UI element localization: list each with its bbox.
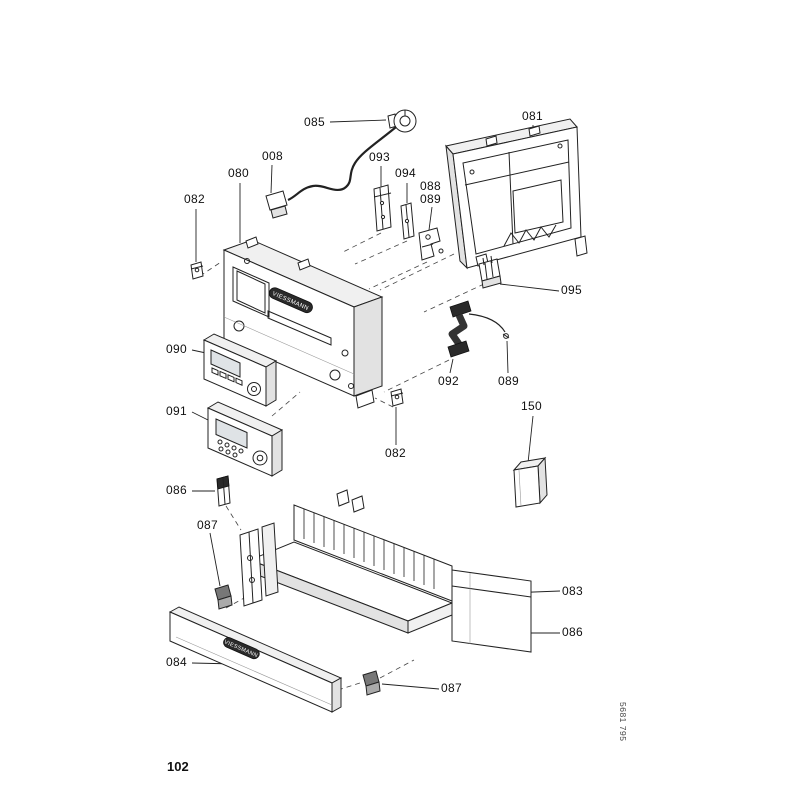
part-drawing-084-front-panel: VIESSMANN <box>168 606 343 713</box>
part-drawing-094-bracket <box>400 202 415 240</box>
part-drawing-008-cable <box>265 126 397 219</box>
part-label-092: 092 <box>438 374 459 388</box>
part-drawing-150-component-box <box>512 456 548 508</box>
part-drawing-080-casing: VIESSMANN <box>222 236 384 409</box>
part-drawing-085-knob <box>387 109 417 133</box>
part-drawing-083-base-tray <box>239 489 532 653</box>
part-label-087: 087 <box>197 518 218 532</box>
part-label-150: 150 <box>521 399 542 413</box>
part-drawing-088-089-bracket <box>418 227 444 261</box>
part-label-095: 095 <box>561 283 582 297</box>
part-label-087-2: 087 <box>441 681 462 695</box>
part-label-089-2: 089 <box>498 374 519 388</box>
part-label-094: 094 <box>395 166 416 180</box>
part-drawing-082-clip-mid <box>390 388 404 407</box>
part-drawing-081-rear-panel <box>445 118 588 270</box>
part-label-084: 084 <box>166 655 187 669</box>
part-label-091: 091 <box>166 404 187 418</box>
part-label-080: 080 <box>228 166 249 180</box>
part-drawing-087-clip-right <box>362 670 381 696</box>
doc-code-vertical: 5681 795 <box>618 702 628 742</box>
part-drawing-087-clip-left <box>214 584 233 610</box>
part-label-083: 083 <box>562 584 583 598</box>
part-label-008: 008 <box>262 149 283 163</box>
part-label-086-2: 086 <box>562 625 583 639</box>
part-drawing-086-clip-top <box>216 475 231 507</box>
part-drawing-093-bracket <box>373 184 392 232</box>
part-drawing-095-connector <box>478 255 502 289</box>
part-label-085: 085 <box>304 115 325 129</box>
part-drawing-082-clip-top <box>190 261 204 280</box>
part-label-089: 089 <box>420 192 441 206</box>
part-drawing-092-harness <box>447 300 510 358</box>
tray-ribs <box>303 509 435 589</box>
part-drawing-090-control-module <box>202 333 278 407</box>
page-number: 102 <box>167 759 189 774</box>
part-label-088: 088 <box>420 179 441 193</box>
part-label-090: 090 <box>166 342 187 356</box>
part-label-082: 082 <box>184 192 205 206</box>
part-label-093: 093 <box>369 150 390 164</box>
part-drawing-091-control-module <box>206 401 284 477</box>
part-label-082-2: 082 <box>385 446 406 460</box>
part-label-086: 086 <box>166 483 187 497</box>
part-label-081: 081 <box>522 109 543 123</box>
